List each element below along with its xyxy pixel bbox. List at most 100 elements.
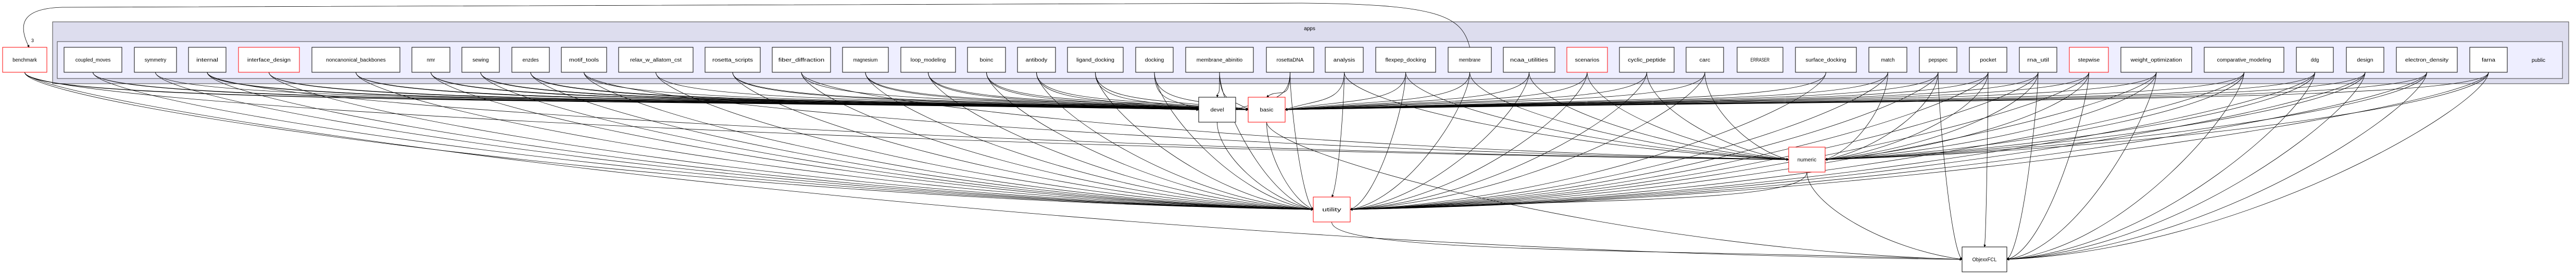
node-electron_density[interactable]: electron_density xyxy=(2396,47,2458,73)
node-box[interactable] xyxy=(2069,47,2109,73)
node-box[interactable] xyxy=(1868,47,1907,73)
node-rosettaDNA[interactable]: rosettaDNA xyxy=(1266,47,1314,73)
edge-comparative_modeling-to-numeric xyxy=(1825,72,2244,161)
node-box[interactable] xyxy=(64,47,122,73)
node-membrane_abinitio[interactable]: membrane_abinitio xyxy=(1185,47,1254,73)
node-box[interactable] xyxy=(900,47,956,73)
node-interface_design[interactable]: interface_design xyxy=(238,47,300,73)
node-box[interactable] xyxy=(2204,47,2284,73)
node-box[interactable] xyxy=(1067,47,1124,73)
edge-design-to-utility xyxy=(1350,72,2366,211)
node-noncanonical_backbones[interactable]: noncanonical_backbones xyxy=(311,47,400,73)
node-loop_modeling[interactable]: loop_modeling xyxy=(900,47,956,73)
node-box[interactable] xyxy=(2120,47,2192,73)
node-box[interactable] xyxy=(1375,47,1436,73)
node-rna_util[interactable]: rna_util xyxy=(2019,47,2057,73)
node-box[interactable] xyxy=(1248,97,1286,123)
node-sewing[interactable]: sewing xyxy=(461,47,500,73)
node-stepwise[interactable]: stepwise xyxy=(2069,47,2109,73)
node-ObjexxFCL[interactable]: ObjexxFCL xyxy=(1962,246,2007,272)
node-box[interactable] xyxy=(1919,47,1957,73)
node-surface_docking[interactable]: surface_docking xyxy=(1795,47,1857,73)
edge-ncaa_utilities-to-numeric xyxy=(1529,72,1789,161)
node-box[interactable] xyxy=(311,47,400,73)
node-box[interactable] xyxy=(1198,97,1236,123)
node-box[interactable] xyxy=(461,47,500,73)
node-analysis[interactable]: analysis xyxy=(1325,47,1364,73)
node-farna[interactable]: farna xyxy=(2469,47,2508,73)
node-box[interactable] xyxy=(618,47,694,73)
node-box[interactable] xyxy=(1313,197,1351,222)
node-box[interactable] xyxy=(1185,47,1254,73)
node-magnesium[interactable]: magnesium xyxy=(842,47,889,73)
node-box[interactable] xyxy=(1619,47,1675,73)
node-enzdes[interactable]: enzdes xyxy=(511,47,550,73)
node-ddg[interactable]: ddg xyxy=(2296,47,2334,73)
node-relax_w_allatom_cst[interactable]: relax_w_allatom_cst xyxy=(618,47,694,73)
node-box[interactable] xyxy=(411,47,450,73)
node-benchmark[interactable]: benchmark xyxy=(2,47,47,73)
node-weight_optimization[interactable]: weight_optimization xyxy=(2120,47,2192,73)
node-box[interactable] xyxy=(1448,47,1492,73)
node-box[interactable] xyxy=(2469,47,2508,73)
node-box[interactable] xyxy=(2346,47,2384,73)
node-box[interactable] xyxy=(561,47,607,73)
node-box[interactable] xyxy=(2396,47,2458,73)
node-boinc[interactable]: boinc xyxy=(967,47,1006,73)
node-fiber_diffraction[interactable]: fiber_diffraction xyxy=(772,47,831,73)
node-motif_tools[interactable]: motif_tools xyxy=(561,47,607,73)
node-internal[interactable]: internal xyxy=(188,47,227,73)
node-box[interactable] xyxy=(238,47,300,73)
node-scenarios[interactable]: scenarios xyxy=(1566,47,1608,73)
node-box[interactable] xyxy=(1017,47,1056,73)
node-pepspec[interactable]: pepspec xyxy=(1919,47,1957,73)
node-numeric[interactable]: numeric xyxy=(1788,147,1826,173)
node-box[interactable] xyxy=(2019,47,2057,73)
node-box[interactable] xyxy=(772,47,831,73)
node-box[interactable] xyxy=(1566,47,1608,73)
node-box[interactable] xyxy=(511,47,550,73)
node-flexpep_docking[interactable]: flexpep_docking xyxy=(1375,47,1436,73)
node-label: match xyxy=(1881,58,1895,63)
edge-weight_optimization-to-ObjexxFCL xyxy=(2006,72,2157,260)
node-box[interactable] xyxy=(134,47,177,73)
node-box[interactable] xyxy=(705,47,761,73)
node-rosetta_scripts[interactable]: rosetta_scripts xyxy=(705,47,761,73)
node-pocket[interactable]: pocket xyxy=(1969,47,2007,73)
node-box[interactable] xyxy=(1962,246,2007,272)
node-box[interactable] xyxy=(1686,47,1724,73)
node-box[interactable] xyxy=(1135,47,1174,73)
node-box[interactable] xyxy=(1788,147,1826,173)
node-box[interactable] xyxy=(1503,47,1555,73)
node-membrane[interactable]: membrane xyxy=(1448,47,1492,73)
edge-magnesium-to-utility xyxy=(865,72,1314,211)
node-antibody[interactable]: antibody xyxy=(1017,47,1056,73)
node-box[interactable] xyxy=(2,47,47,73)
node-match[interactable]: match xyxy=(1868,47,1907,73)
node-design[interactable]: design xyxy=(2346,47,2384,73)
node-box[interactable] xyxy=(188,47,227,73)
node-label: pocket xyxy=(1980,58,1996,63)
node-ncaa_utilities[interactable]: ncaa_utilities xyxy=(1503,47,1555,73)
node-box[interactable] xyxy=(1737,47,1783,73)
node-box[interactable] xyxy=(2296,47,2334,73)
node-box[interactable] xyxy=(1795,47,1857,73)
node-ERRASER[interactable]: ERRASER xyxy=(1737,47,1783,73)
node-box[interactable] xyxy=(1969,47,2007,73)
node-box[interactable] xyxy=(967,47,1006,73)
node-devel[interactable]: devel xyxy=(1198,97,1236,123)
node-nmr[interactable]: nmr xyxy=(411,47,450,73)
node-box[interactable] xyxy=(1325,47,1364,73)
node-utility[interactable]: utility xyxy=(1313,197,1351,222)
node-carc[interactable]: carc xyxy=(1686,47,1724,73)
node-symmetry[interactable]: symmetry xyxy=(134,47,177,73)
node-comparative_modeling[interactable]: comparative_modeling xyxy=(2204,47,2284,73)
node-box[interactable] xyxy=(842,47,889,73)
node-docking[interactable]: docking xyxy=(1135,47,1174,73)
node-basic[interactable]: basic xyxy=(1248,97,1286,123)
node-coupled_moves[interactable]: coupled_moves xyxy=(64,47,122,73)
edge-carc-to-numeric xyxy=(1704,72,1789,161)
node-cyclic_peptide[interactable]: cyclic_peptide xyxy=(1619,47,1675,73)
node-box[interactable] xyxy=(1266,47,1314,73)
node-ligand_docking[interactable]: ligand_docking xyxy=(1067,47,1124,73)
